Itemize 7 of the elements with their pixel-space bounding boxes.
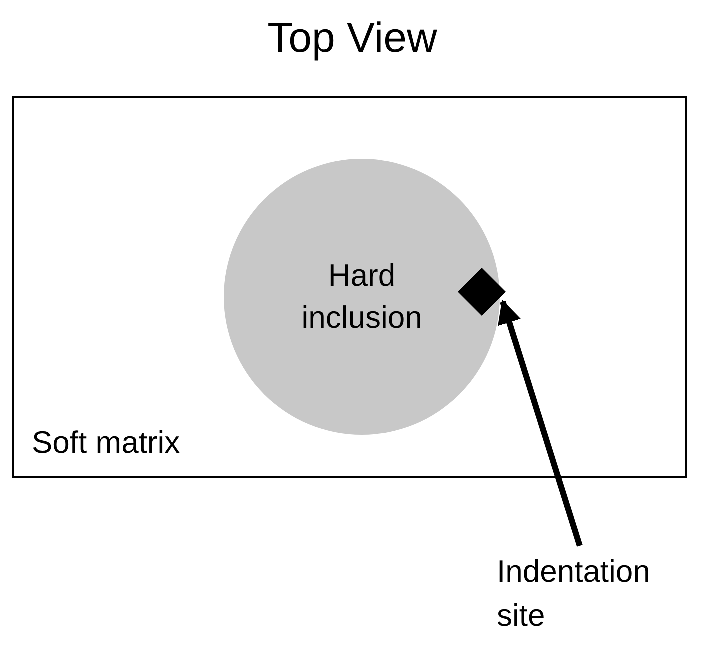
inclusion-circle: Hard inclusion — [224, 159, 500, 435]
arrow — [498, 300, 583, 547]
callout-text: Indentation site — [497, 550, 702, 645]
diagram-title: Top View — [266, 13, 438, 63]
region-label: Soft matrix — [32, 424, 180, 462]
indentation-diamond — [458, 268, 506, 316]
matrix-rectangle — [12, 96, 687, 478]
